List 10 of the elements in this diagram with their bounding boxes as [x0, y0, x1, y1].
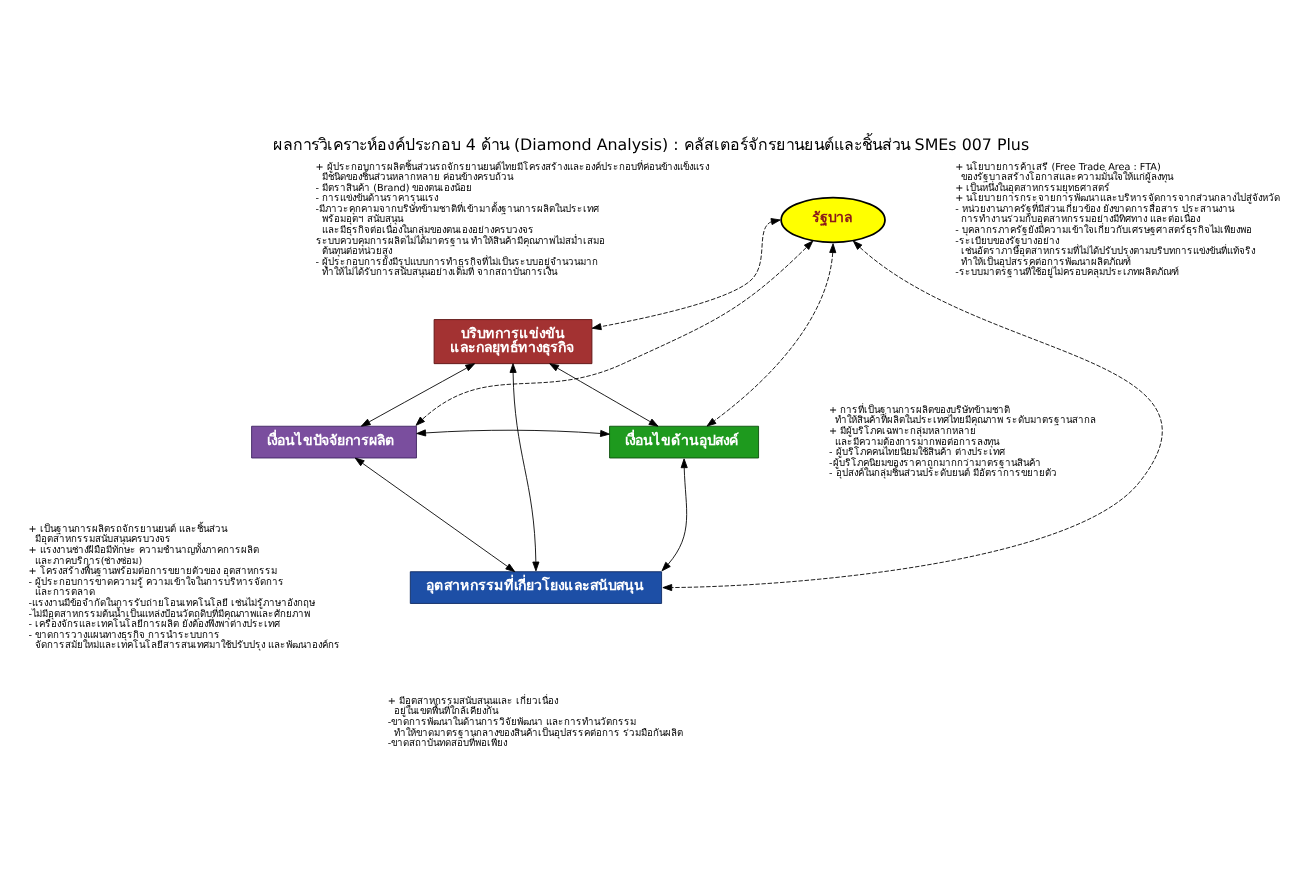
arrow: [591, 217, 781, 330]
arrow: [662, 239, 1163, 591]
arrow: [509, 362, 540, 571]
arrow: [416, 428, 610, 436]
arrow: [360, 362, 476, 426]
arrow: [661, 457, 688, 571]
arrow: [354, 456, 516, 572]
arrow: [415, 239, 814, 425]
arrow: [706, 242, 837, 426]
arrow: [549, 362, 659, 426]
